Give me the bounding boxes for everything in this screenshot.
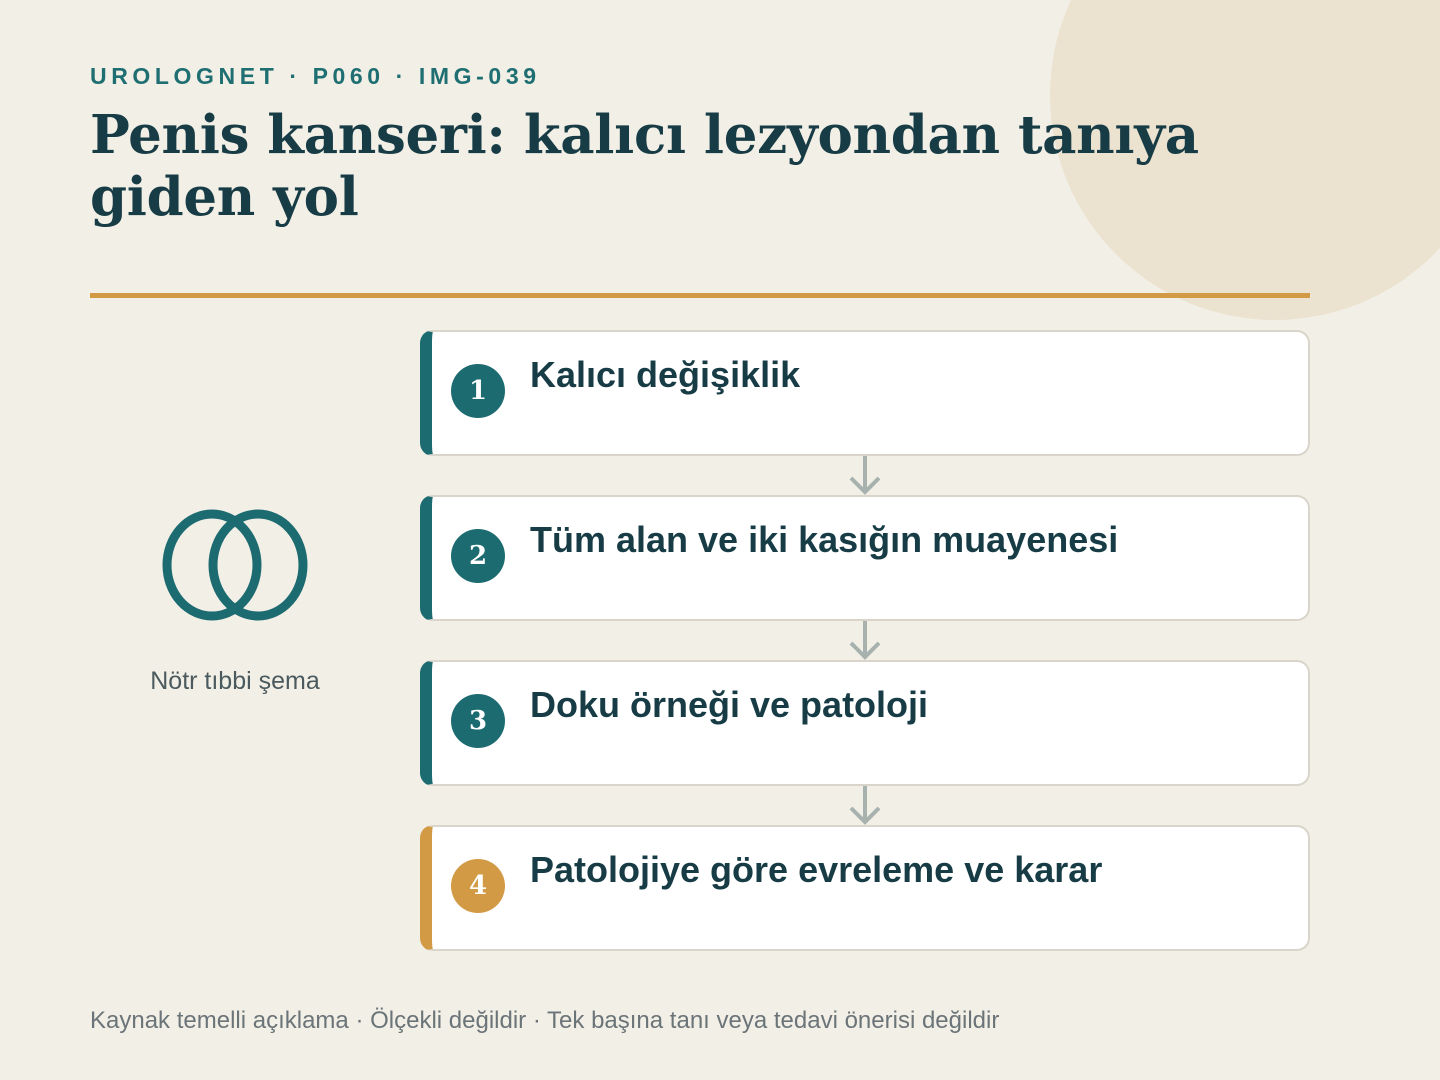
step-title: Kalıcı değişiklik (530, 354, 801, 395)
step-number-badge: 4 (451, 859, 505, 913)
step-card-4: 4 Patolojiye göre evreleme ve karar (420, 825, 1310, 951)
eyebrow-label: UROLOGNET · P060 · IMG-039 (90, 63, 541, 89)
step-title: Doku örneği ve patoloji (530, 684, 929, 725)
step-title: Patolojiye göre evreleme ve karar (530, 849, 1103, 890)
step-title: Tüm alan ve iki kasığın muayenesi (530, 519, 1119, 560)
step-number-badge: 2 (451, 529, 505, 583)
step-card-1: 1 Kalıcı değişiklik (420, 330, 1310, 456)
step-card-2: 2 Tüm alan ve iki kasığın muayenesi (420, 495, 1310, 621)
down-arrow-icon (849, 786, 881, 825)
overlapping-rings-icon (162, 509, 308, 621)
step-card-3: 3 Doku örneği ve patoloji (420, 660, 1310, 786)
down-arrow-icon (849, 621, 881, 660)
page-title: Penis kanseri: kalıcı lezyondan tanıya g… (90, 104, 1199, 228)
footer-disclaimer: Kaynak temelli açıklama · Ölçekli değild… (90, 1007, 1000, 1034)
title-divider (90, 293, 1310, 298)
step-number-badge: 3 (451, 694, 505, 748)
schema-caption: Nötr tıbbi şema (150, 667, 320, 695)
down-arrow-icon (849, 456, 881, 495)
step-number-badge: 1 (451, 364, 505, 418)
